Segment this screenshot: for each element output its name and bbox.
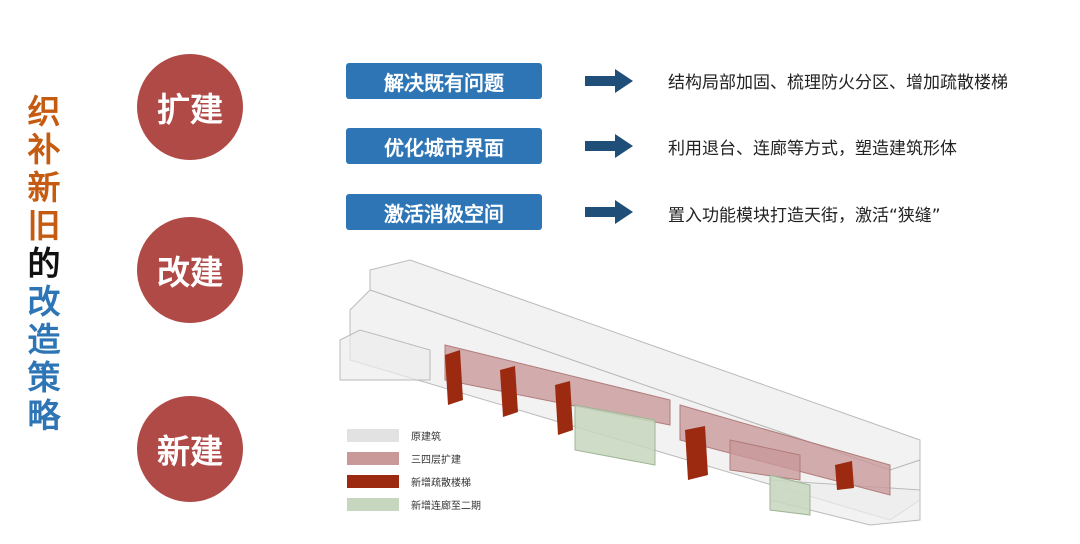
strategy-desc-1: 结构局部加固、梳理防火分区、增加疏散楼梯 <box>668 73 1008 93</box>
arrow-right-icon <box>585 69 633 93</box>
legend-item: 新增连廊至二期 <box>347 493 481 516</box>
legend-label: 新增疏散楼梯 <box>411 478 471 489</box>
building-axonometric-diagram <box>339 259 921 526</box>
legend-label: 原建筑 <box>411 432 441 443</box>
strategy-button-3: 激活消极空间 <box>346 194 542 230</box>
strategy-button-2: 优化城市界面 <box>346 128 542 164</box>
legend-item: 新增疏散楼梯 <box>347 470 481 493</box>
title-char: 造 <box>27 320 61 359</box>
title-char: 略 <box>27 396 61 435</box>
circle-renovate: 改建 <box>137 217 243 323</box>
strategy-desc-2: 利用退台、连廊等方式，塑造建筑形体 <box>668 139 957 159</box>
title-char: 改 <box>27 282 61 321</box>
legend-label: 三四层扩建 <box>411 455 461 466</box>
legend-swatch <box>347 498 399 511</box>
arrow-right-icon <box>585 200 633 224</box>
legend-label: 新增连廊至二期 <box>411 501 481 512</box>
legend-swatch <box>347 452 399 465</box>
title-char: 新 <box>27 168 61 207</box>
circle-expand: 扩建 <box>137 54 243 160</box>
strategy-button-1: 解决既有问题 <box>346 63 542 99</box>
strategy-desc-3: 置入功能模块打造天街，激活“狭缝” <box>668 206 941 226</box>
title-char: 策 <box>27 358 61 397</box>
vertical-title: 织 补 新 旧 的 改 造 策 略 <box>26 93 62 435</box>
title-char: 的 <box>27 244 61 283</box>
title-char: 织 <box>27 92 61 131</box>
title-char: 旧 <box>27 206 61 245</box>
legend-swatch <box>347 475 399 488</box>
legend-swatch <box>347 429 399 442</box>
title-char: 补 <box>27 130 61 169</box>
legend-item: 三四层扩建 <box>347 447 481 470</box>
circle-new: 新建 <box>137 396 243 502</box>
legend: 原建筑 三四层扩建 新增疏散楼梯 新增连廊至二期 <box>347 424 481 516</box>
legend-item: 原建筑 <box>347 424 481 447</box>
arrow-right-icon <box>585 134 633 158</box>
